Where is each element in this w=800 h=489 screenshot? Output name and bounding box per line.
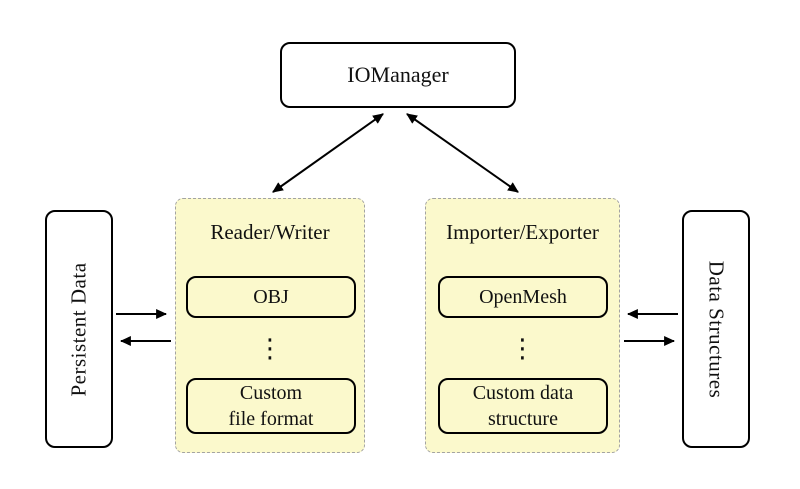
edge-iomanager-importerexporter	[406, 113, 519, 193]
edge-iomanager-readerwriter	[272, 113, 384, 193]
reader-writer-title: Reader/Writer	[210, 220, 330, 244]
iomanager-label: IOManager	[347, 62, 449, 87]
node-custom-data-structure: Custom data structure	[438, 378, 608, 434]
group-importer-exporter: Importer/Exporter OpenMesh ⋮ Custom data…	[425, 198, 620, 453]
persistent-data-label: Persistent Data	[66, 261, 91, 397]
node-custom-file-format: Custom file format	[186, 378, 356, 434]
ellipsis-dots: ⋮	[257, 334, 283, 364]
importer-exporter-title: Importer/Exporter	[446, 220, 599, 244]
data-structures-label: Data Structures	[704, 260, 729, 398]
group-reader-writer: Reader/Writer OBJ ⋮ Custom file format	[175, 198, 365, 453]
node-openmesh: OpenMesh	[438, 276, 608, 318]
node-iomanager: IOManager	[280, 42, 516, 108]
node-data-structures: Data Structures	[682, 210, 750, 448]
node-obj: OBJ	[186, 276, 356, 318]
ellipsis-dots: ⋮	[509, 334, 536, 364]
node-persistent-data: Persistent Data	[45, 210, 113, 448]
